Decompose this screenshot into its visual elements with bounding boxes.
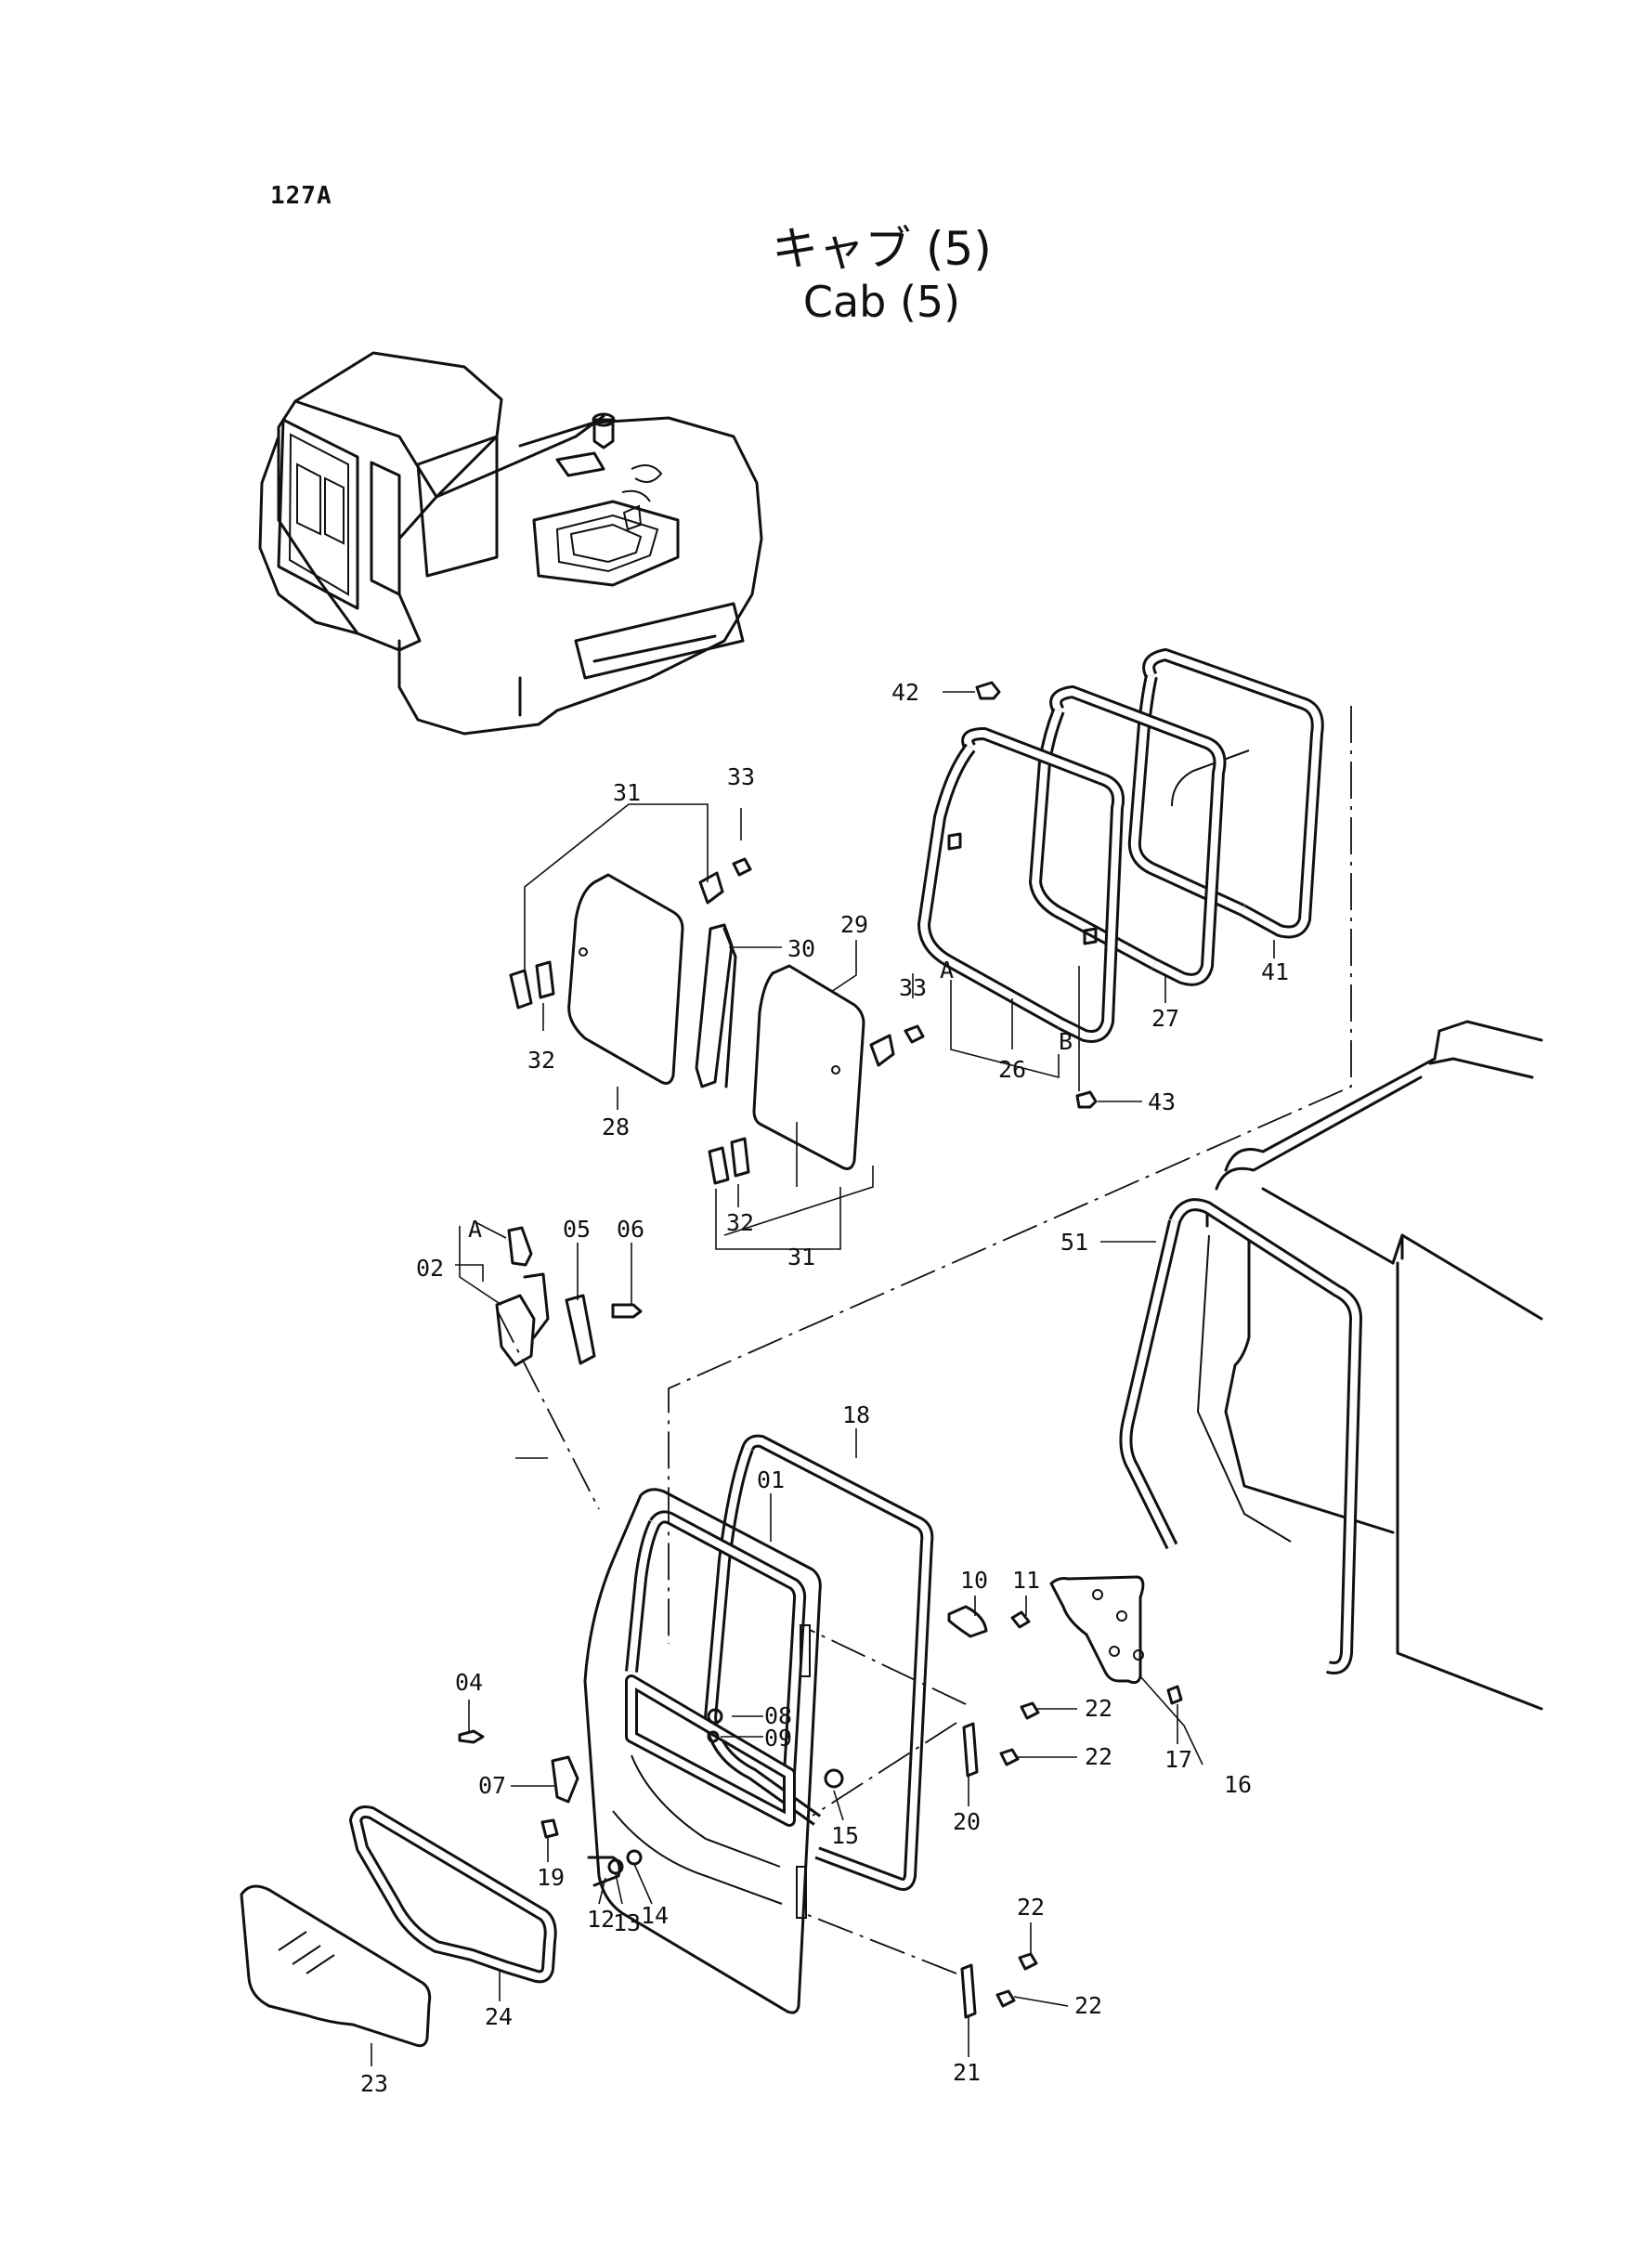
callout-51: 51 [1060, 1229, 1088, 1256]
callout-labels: 42 33 31 30 29 A B 26 27 41 43 32 28 33 … [360, 679, 1289, 2097]
machine-overview [258, 351, 763, 736]
callout-28: 28 [602, 1114, 630, 1140]
callout-33: 33 [899, 974, 927, 1001]
callout-09: 09 [764, 1725, 792, 1752]
callout-32: 32 [726, 1209, 754, 1236]
callout-06: 06 [617, 1216, 644, 1243]
callout-23: 23 [360, 2070, 388, 2097]
sliding-window-right [708, 964, 925, 1185]
callout-08: 08 [764, 1702, 792, 1729]
callout-A: A [940, 957, 954, 984]
callout-31: 31 [787, 1244, 815, 1270]
callout-33: 33 [727, 763, 755, 790]
callout-B: B [1059, 1028, 1073, 1055]
callout-31: 31 [613, 779, 641, 806]
callout-30: 30 [787, 935, 815, 962]
callout-22: 22 [1085, 1743, 1112, 1770]
callout-21: 21 [953, 2059, 981, 2086]
callout-10: 10 [960, 1567, 988, 1594]
callout-18: 18 [842, 1401, 870, 1428]
door-assembly [458, 1434, 934, 2014]
callout-24: 24 [485, 2003, 513, 2030]
callout-29: 29 [840, 911, 868, 938]
callout-02: 02 [416, 1255, 444, 1282]
callout-16: 16 [1224, 1771, 1252, 1798]
callout-11: 11 [1012, 1567, 1040, 1594]
callout-A: A [468, 1216, 482, 1243]
callout-19: 19 [537, 1864, 565, 1891]
callout-13: 13 [613, 1909, 641, 1936]
upper-window-assembly [917, 648, 1324, 1109]
callout-20: 20 [953, 1808, 981, 1835]
callout-05: 05 [563, 1216, 591, 1243]
callout-17: 17 [1164, 1746, 1192, 1773]
latch-assembly [495, 1226, 643, 1367]
lower-window [240, 1805, 557, 2048]
callout-22: 22 [1074, 1992, 1102, 2019]
callout-22: 22 [1017, 1894, 1045, 1921]
callout-42: 42 [891, 679, 919, 706]
callout-15: 15 [831, 1822, 859, 1849]
callout-32: 32 [527, 1047, 555, 1074]
leader-lines [371, 691, 1275, 2066]
callout-12: 12 [587, 1906, 615, 1933]
callout-07: 07 [478, 1772, 506, 1799]
cab-body [1119, 1020, 1543, 1711]
callout-14: 14 [641, 1902, 669, 1929]
hinge-parts [947, 1575, 1183, 2019]
callout-27: 27 [1151, 1005, 1179, 1032]
callout-04: 04 [455, 1669, 483, 1696]
callout-22: 22 [1085, 1695, 1112, 1722]
callout-26: 26 [998, 1056, 1026, 1083]
page-id: 127A [270, 182, 332, 210]
callout-01: 01 [757, 1466, 785, 1493]
guide-lines [496, 706, 1352, 1974]
callout-41: 41 [1261, 958, 1289, 985]
title-english: Cab (5) [802, 277, 961, 327]
sliding-window-left [509, 857, 752, 1088]
title-japanese: キャブ (5) [772, 222, 992, 276]
callout-43: 43 [1148, 1088, 1176, 1115]
